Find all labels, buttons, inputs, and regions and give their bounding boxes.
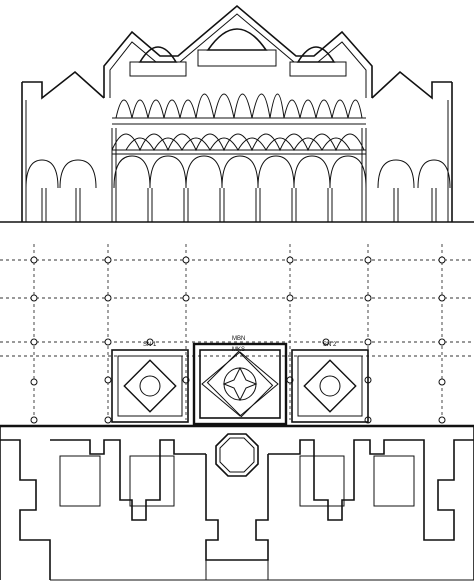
left-bay: SN 1: [111, 342, 189, 423]
mihrab-base: [205, 560, 269, 581]
outer-wall-outline: [0, 426, 474, 580]
right-bay: SN 2: [291, 342, 369, 423]
mihrab-inner: [219, 437, 255, 473]
label-sn1: SN 1: [143, 342, 157, 348]
label-sn2: SN 2: [323, 342, 337, 348]
mihrab-octagon: [215, 433, 259, 477]
center-drum: [197, 49, 277, 67]
label-mbn: MBN: [232, 336, 245, 342]
intersecting-arches: [111, 133, 365, 152]
section-elevation: [0, 4, 474, 223]
left-outer-roof: [21, 70, 105, 222]
main-roof: [103, 4, 373, 98]
right-outer-roof: [371, 70, 453, 222]
section-columns: [25, 100, 449, 222]
floor-plan: SN 1 MBN MKS SN 2: [0, 244, 474, 581]
center-bay: MBN MKS: [192, 336, 288, 426]
center-dome: [206, 28, 268, 51]
outer-aisle-arches: [59, 159, 415, 222]
buttress-blocks: [59, 455, 415, 507]
upper-arcade: [112, 93, 366, 125]
lower-arcade: [25, 149, 451, 189]
inner-roof: [109, 13, 367, 98]
left-drum: [129, 61, 187, 77]
right-drum: [289, 61, 347, 77]
label-mks: MKS: [232, 347, 245, 353]
